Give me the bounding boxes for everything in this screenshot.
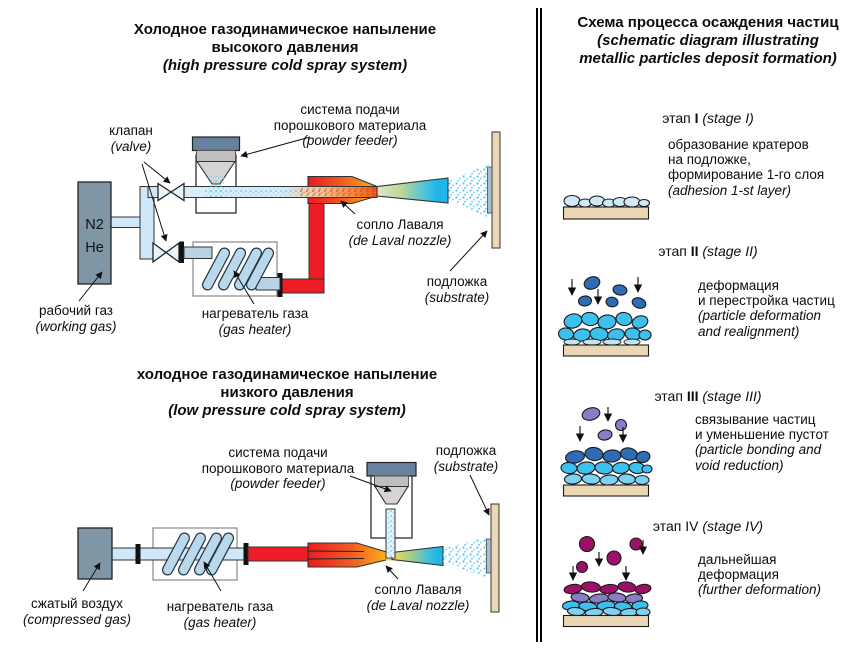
spray-jet	[448, 164, 489, 219]
flange	[179, 241, 184, 263]
stage2-description: деформация и перестройка частиц (particl…	[698, 278, 835, 339]
powder-feeder-label-top: система подачи порошкового материала (po…	[273, 102, 427, 148]
stage4-heading: этап IV (stage IV)	[652, 518, 764, 534]
substrate-label-top: подложка (substrate)	[424, 274, 490, 305]
right-panel-title: Схема процесса осаждения частиц (schemat…	[577, 14, 839, 67]
stage4-illustration	[561, 535, 652, 628]
gas-heater-label-bottom: нагреватель газа (gas heater)	[166, 599, 274, 630]
hot-gas-pipe	[247, 546, 311, 562]
compressed-gas-label: сжатый воздух (compressed gas)	[22, 596, 132, 627]
high-pressure-title: Холодное газодинамическое напыление высо…	[133, 21, 437, 74]
falling-arrows	[575, 407, 628, 443]
working-gas-label: рабочий газ (working gas)	[35, 303, 117, 334]
valve-bottom-icon	[152, 241, 180, 264]
stage4-description: дальнейшая деформация (further deformati…	[698, 552, 822, 598]
stage1-heading: этап I (stage I)	[662, 110, 754, 126]
stage1-illustration	[562, 194, 651, 220]
falling-arrows	[567, 277, 643, 305]
substrate	[486, 503, 500, 613]
stage2-illustration	[557, 276, 652, 357]
nozzle-label-top: сопло Лаваля (de Laval nozzle)	[348, 217, 452, 248]
stage1-description: образование кратеров на подложке, формир…	[668, 137, 825, 198]
tank-label-n2: N2	[85, 217, 104, 233]
falling-arrows	[568, 540, 648, 581]
spray-jet	[443, 537, 486, 578]
substrate-label-bottom: подложка (substrate)	[433, 443, 499, 474]
pointer-arrows-top	[78, 136, 488, 305]
powder-feeder-label-bottom: система подачи порошкового материала (po…	[201, 445, 355, 491]
pointer-arrows-bottom	[82, 474, 490, 592]
low-pressure-system	[77, 461, 500, 613]
heater-coil	[161, 532, 235, 576]
gas-heater-label-top: нагреватель газа (gas heater)	[201, 306, 309, 337]
substrate	[487, 131, 501, 249]
valve-label: клапан (valve)	[109, 123, 153, 154]
tank-label-he: He	[85, 240, 104, 256]
gas-pipes	[109, 186, 378, 260]
stage3-description: связывание частиц и уменьшение пустот (p…	[695, 412, 829, 473]
laval-nozzle	[307, 542, 444, 568]
hot-gas-pipe	[281, 198, 325, 294]
heater-coil	[183, 246, 281, 291]
low-pressure-title: холодное газодинамическое напыление низк…	[136, 366, 438, 419]
powder-feeder	[366, 461, 417, 559]
nozzle-label-bottom: сопло Лаваля (de Laval nozzle)	[366, 582, 470, 613]
stage3-heading: этап III (stage III)	[654, 388, 762, 404]
stage2-heading: этап II (stage II)	[658, 243, 758, 259]
flange	[135, 544, 141, 564]
panel-separator	[536, 8, 542, 642]
flange	[243, 543, 249, 565]
valve-top-icon	[157, 182, 185, 202]
gas-tank: N2 He	[77, 181, 112, 285]
powder-feeder	[191, 136, 241, 197]
stage3-illustration	[560, 407, 653, 497]
high-pressure-system: N2 He	[77, 131, 501, 305]
